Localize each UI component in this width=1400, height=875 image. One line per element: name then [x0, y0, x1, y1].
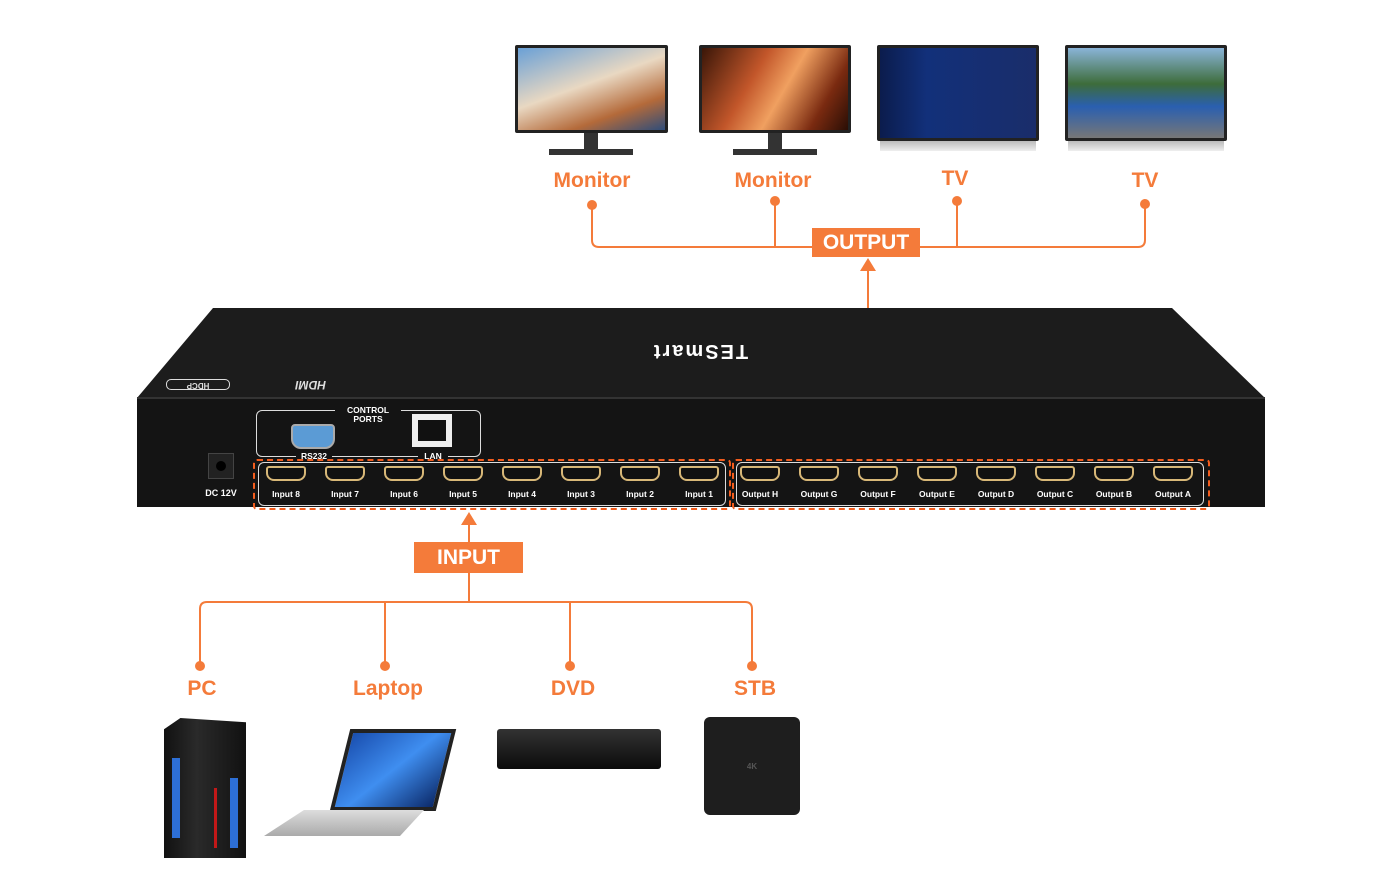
- hdmi-port[interactable]: Input 7: [316, 464, 374, 504]
- output-label: TV: [941, 167, 969, 190]
- stb-mark: 4K: [746, 761, 758, 771]
- input-bus-line: [199, 601, 753, 666]
- arrow-up-icon: [461, 512, 477, 525]
- connector-dot: [195, 661, 205, 671]
- connector-dot: [952, 196, 962, 206]
- port-label: Output C: [1036, 489, 1074, 499]
- output-label: Monitor: [734, 169, 812, 192]
- arrow-up-icon: [860, 258, 876, 271]
- output-ports-highlight: [732, 459, 1210, 510]
- hdmi-port[interactable]: Input 8: [257, 464, 315, 504]
- dvd-player-icon: [497, 729, 661, 769]
- brand-logo: TESmart: [651, 340, 749, 362]
- input-label: Laptop: [353, 677, 423, 700]
- hdmi-port-icon: [740, 466, 780, 481]
- rs232-port[interactable]: [291, 424, 335, 449]
- hdmi-port[interactable]: Output D: [967, 464, 1025, 504]
- input-label: DVD: [550, 677, 596, 700]
- input-label: PC: [187, 677, 217, 700]
- port-label: Output H: [741, 489, 779, 499]
- hdmi-port-icon: [1094, 466, 1134, 481]
- port-label: Input 6: [390, 489, 418, 499]
- input-tag: INPUT: [414, 542, 523, 573]
- dc-power-jack[interactable]: [208, 453, 234, 479]
- rs232-label: RS232: [296, 451, 332, 461]
- hdcp-badge: HDCP: [166, 379, 230, 390]
- hdmi-port-icon: [858, 466, 898, 481]
- hdmi-port[interactable]: Output F: [849, 464, 907, 504]
- hdmi-port-icon: [325, 466, 365, 481]
- tv-icon: [1065, 45, 1227, 141]
- hdmi-port-icon: [976, 466, 1016, 481]
- hdmi-port-icon: [917, 466, 957, 481]
- hdmi-port-icon: [1153, 466, 1193, 481]
- monitor-icon: [515, 45, 668, 133]
- hdmi-port[interactable]: Output H: [731, 464, 789, 504]
- lan-label: LAN: [418, 451, 448, 461]
- connector-dot: [770, 196, 780, 206]
- port-label: Output E: [919, 489, 955, 499]
- monitor-icon: [699, 45, 851, 133]
- port-label: Input 8: [272, 489, 300, 499]
- port-label: Output D: [977, 489, 1015, 499]
- input-label: STB: [734, 677, 776, 700]
- laptop-icon: [329, 729, 457, 811]
- port-label: Input 5: [449, 489, 477, 499]
- input-ports-highlight: [253, 459, 731, 510]
- hdmi-port-icon: [799, 466, 839, 481]
- connector-dot: [565, 661, 575, 671]
- port-label: Input 4: [508, 489, 536, 499]
- port-label: Input 7: [331, 489, 359, 499]
- set-top-box-icon: 4K: [704, 717, 800, 815]
- connector-dot: [1140, 199, 1150, 209]
- input-ports-panel: [258, 462, 726, 506]
- power-label: DC 12V: [205, 488, 237, 498]
- connector-dot: [747, 661, 757, 671]
- port-label: Output B: [1095, 489, 1133, 499]
- hdmi-port[interactable]: Input 1: [670, 464, 728, 504]
- hdmi-port-icon: [561, 466, 601, 481]
- hdmi-port-icon: [443, 466, 483, 481]
- connector-dot: [380, 661, 390, 671]
- hdmi-port[interactable]: Output C: [1026, 464, 1084, 504]
- output-label: Monitor: [553, 169, 631, 192]
- port-label: Input 1: [685, 489, 713, 499]
- hdmi-port[interactable]: Output E: [908, 464, 966, 504]
- port-label: Input 3: [567, 489, 595, 499]
- device-top: [137, 308, 1265, 398]
- hdmi-port[interactable]: Input 3: [552, 464, 610, 504]
- hdmi-port-icon: [384, 466, 424, 481]
- hdmi-port-icon: [679, 466, 719, 481]
- port-label: Output G: [800, 489, 838, 499]
- hdmi-port-icon: [620, 466, 660, 481]
- hdmi-port-icon: [1035, 466, 1075, 481]
- connector-dot: [587, 200, 597, 210]
- hdmi-badge: HDMI: [295, 378, 326, 392]
- output-label: TV: [1131, 169, 1159, 192]
- pc-tower-icon: [164, 718, 246, 858]
- hdmi-port-icon: [502, 466, 542, 481]
- output-ports-panel: [736, 462, 1204, 506]
- hdmi-port-icon: [266, 466, 306, 481]
- hdmi-port[interactable]: Output G: [790, 464, 848, 504]
- lan-port[interactable]: [412, 414, 452, 447]
- hdmi-port[interactable]: Output A: [1144, 464, 1202, 504]
- port-label: Input 2: [626, 489, 654, 499]
- output-tag: OUTPUT: [812, 228, 920, 257]
- hdmi-port[interactable]: Input 6: [375, 464, 433, 504]
- hdmi-port[interactable]: Output B: [1085, 464, 1143, 504]
- hdmi-port[interactable]: Input 4: [493, 464, 551, 504]
- port-label: Output F: [860, 489, 896, 499]
- tv-icon: [877, 45, 1039, 141]
- hdmi-port[interactable]: Input 5: [434, 464, 492, 504]
- hdmi-port[interactable]: Input 2: [611, 464, 669, 504]
- port-label: Output A: [1154, 489, 1192, 499]
